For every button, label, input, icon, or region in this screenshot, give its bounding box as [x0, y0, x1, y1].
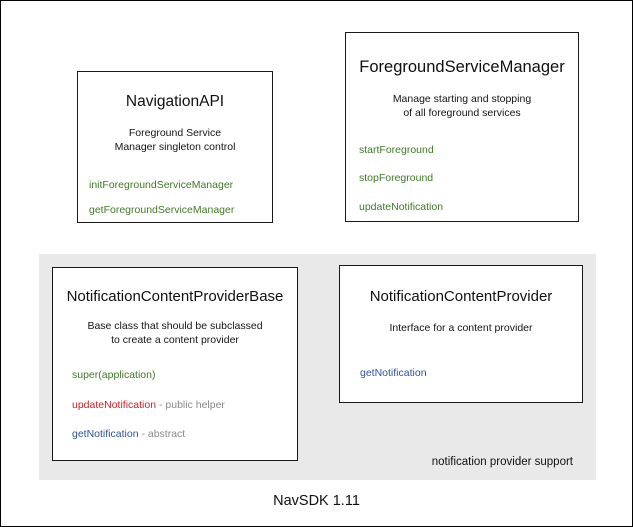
member-name: getForegroundServiceManager: [89, 204, 235, 217]
member-list-notification-content-provider: getNotification: [340, 367, 582, 380]
member-item[interactable]: updateNotification - public helper: [72, 399, 297, 412]
member-name: super(application): [72, 368, 156, 381]
class-title-navigation-api: NavigationAPI: [125, 93, 225, 110]
group-panel-caption: notification provider support: [431, 456, 573, 468]
footer-version-label: NavSDK 1.11: [273, 493, 360, 509]
member-list-notification-content-provider-base: super(application) updateNotification - …: [53, 369, 297, 441]
member-item[interactable]: getNotification - abstract: [72, 428, 297, 441]
member-list-navigation-api: initForegroundServiceManager getForegrou…: [78, 179, 272, 217]
class-description-notification-content-provider: Interface for a content provider: [389, 322, 533, 335]
class-title-notification-content-provider-base: NotificationContentProviderBase: [66, 288, 284, 305]
member-item[interactable]: stopForeground: [359, 172, 578, 185]
member-name: updateNotification: [72, 398, 157, 411]
member-note: - abstract: [138, 428, 186, 441]
member-name: stopForeground: [359, 172, 434, 185]
class-title-notification-content-provider: NotificationContentProvider: [369, 288, 553, 305]
member-note: - public helper: [156, 398, 225, 411]
class-box-notification-content-provider-base[interactable]: NotificationContentProviderBase Base cla…: [52, 267, 298, 461]
member-name: updateNotification: [359, 200, 444, 213]
member-item[interactable]: getForegroundServiceManager: [89, 204, 272, 217]
class-box-foreground-service-manager[interactable]: ForegroundServiceManager Manage starting…: [345, 32, 579, 222]
member-item[interactable]: super(application): [72, 369, 297, 382]
member-item[interactable]: updateNotification: [359, 201, 578, 214]
member-item[interactable]: initForegroundServiceManager: [89, 179, 272, 192]
member-name: startForeground: [359, 143, 434, 156]
member-item[interactable]: startForeground: [359, 144, 578, 157]
member-name: getNotification: [72, 428, 139, 441]
member-list-foreground-service-manager: startForeground stopForeground updateNot…: [346, 144, 578, 214]
group-panel-notification-provider-support: NotificationContentProviderBase Base cla…: [39, 254, 596, 480]
class-title-foreground-service-manager: ForegroundServiceManager: [359, 58, 565, 76]
class-box-notification-content-provider[interactable]: NotificationContentProvider Interface fo…: [339, 265, 583, 403]
member-item[interactable]: getNotification: [360, 367, 582, 380]
member-name: initForegroundServiceManager: [89, 178, 234, 191]
member-name: getNotification: [360, 367, 427, 380]
